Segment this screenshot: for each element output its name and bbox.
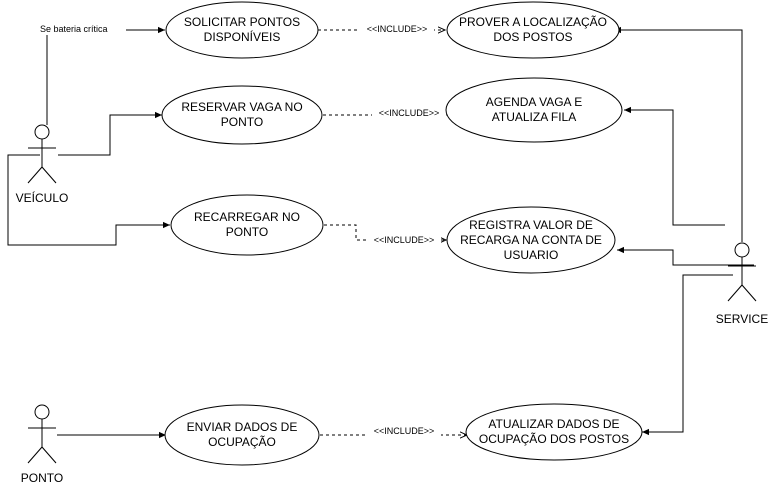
edge-service-registra xyxy=(617,246,754,266)
actor-veiculo-label: VEÍCULO xyxy=(16,190,69,205)
use-case-atualizar-line-1: ATUALIZAR DADOS DE xyxy=(488,417,619,431)
use-case-recarregar-line-2: PONTO xyxy=(226,225,268,239)
include-label-1: <<INCLUDE>> xyxy=(367,24,428,34)
edge-veiculo-recarregar xyxy=(7,154,170,246)
use-case-agenda[interactable]: AGENDA VAGA E ATUALIZA FILA xyxy=(445,77,623,143)
use-case-reservar[interactable]: RESERVAR VAGA NO PONTO xyxy=(161,85,323,145)
use-case-registra[interactable]: REGISTRA VALOR DE RECARGA NA CONTA DE US… xyxy=(446,206,616,274)
use-case-reservar-line-2: PONTO xyxy=(221,115,263,129)
actor-service[interactable]: SERVICE xyxy=(716,242,768,326)
use-case-enviar[interactable]: ENVIAR DADOS DE OCUPAÇÃO xyxy=(164,404,320,466)
use-case-atualizar-line-2: OCUPAÇÃO DOS POSTOS xyxy=(479,432,629,446)
use-case-recarregar[interactable]: RECARREGAR NO PONTO xyxy=(170,194,324,256)
use-case-agenda-line-1: AGENDA VAGA E xyxy=(486,95,582,109)
use-case-reservar-line-1: RESERVAR VAGA NO xyxy=(181,100,302,114)
edge-service-atualizar xyxy=(642,274,733,436)
use-case-enviar-line-2: OCUPAÇÃO xyxy=(208,435,276,449)
use-case-prover-line-2: DOS POSTOS xyxy=(493,30,572,44)
include-label-2: <<INCLUDE>> xyxy=(379,108,440,118)
use-case-agenda-line-2: ATUALIZA FILA xyxy=(492,110,576,124)
actor-ponto[interactable]: PONTO xyxy=(21,404,63,485)
actor-veiculo[interactable]: VEÍCULO xyxy=(16,124,69,205)
use-case-registra-line-2: RECARGA NA CONTA DE xyxy=(460,233,602,247)
use-case-registra-line-3: USUARIO xyxy=(504,248,559,262)
use-case-prover[interactable]: PROVER A LOCALIZAÇÃO DOS POSTOS xyxy=(446,1,620,59)
use-case-enviar-line-1: ENVIAR DADOS DE xyxy=(187,420,298,434)
include-label-3: <<INCLUDE>> xyxy=(374,235,435,245)
use-case-solicitar[interactable]: SOLICITAR PONTOS DISPONÍVEIS xyxy=(165,1,319,59)
use-case-registra-line-1: REGISTRA VALOR DE xyxy=(469,218,593,232)
stick-figure-icon xyxy=(27,124,57,184)
include-label-4: <<INCLUDE>> xyxy=(374,426,435,436)
edge-veiculo-reservar xyxy=(58,111,162,156)
actor-service-label: SERVICE xyxy=(716,312,768,326)
use-case-atualizar[interactable]: ATUALIZAR DADOS DE OCUPAÇÃO DOS POSTOS xyxy=(465,403,643,461)
use-case-recarregar-line-1: RECARREGAR NO xyxy=(194,210,300,224)
edge-veiculo-solicitar xyxy=(46,26,165,125)
stick-figure-icon xyxy=(727,242,757,302)
stick-figure-icon xyxy=(27,404,57,464)
condition-label: Se bateria crítica xyxy=(40,24,108,34)
use-case-solicitar-line-1: SOLICITAR PONTOS xyxy=(184,15,300,29)
actor-ponto-label: PONTO xyxy=(21,471,63,485)
edge-service-agenda xyxy=(624,106,725,226)
use-case-prover-line-1: PROVER A LOCALIZAÇÃO xyxy=(459,15,607,29)
edge-service-prover xyxy=(614,26,743,242)
use-case-solicitar-line-2: DISPONÍVEIS xyxy=(204,29,281,44)
